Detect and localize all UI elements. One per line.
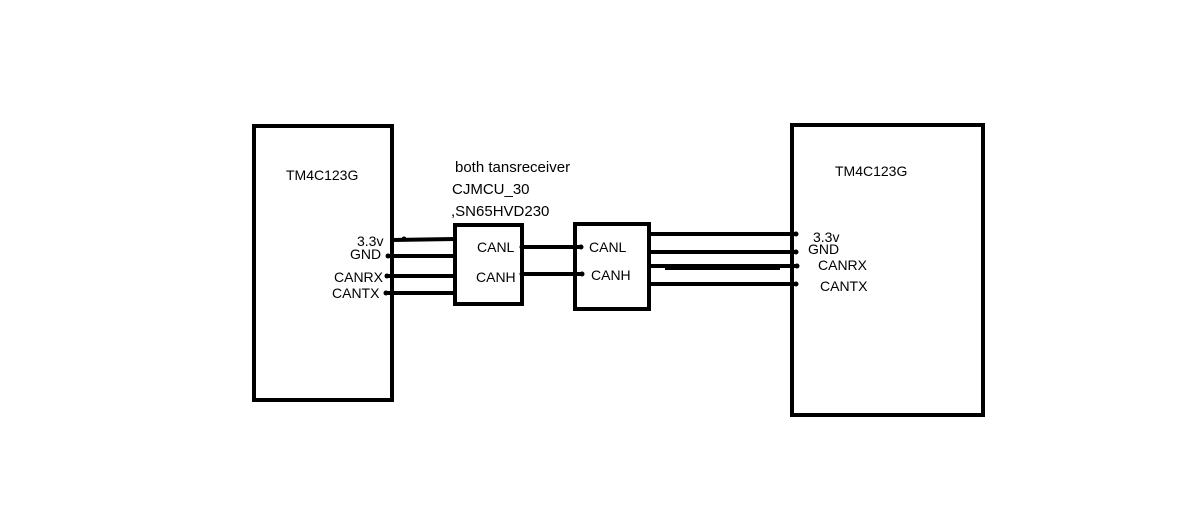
right-transceiver-canl: CANL [589, 239, 627, 255]
right-pin-cantx: CANTX [820, 278, 868, 294]
dot-canl-left [519, 244, 525, 250]
wire-left-3v3 [391, 237, 456, 242]
dot-left-3v3 [401, 236, 407, 242]
note-line-2: CJMCU_30 [452, 181, 530, 198]
left-transceiver: CANL CANH [453, 223, 524, 306]
can-bus-wires [519, 244, 585, 277]
left-board-outline [252, 124, 394, 402]
left-pin-canrx: CANRX [334, 269, 384, 285]
note-line-3: ,SN65HVD230 [451, 203, 549, 220]
right-wires [649, 231, 800, 287]
left-transceiver-canh: CANH [476, 269, 516, 285]
left-transceiver-canl: CANL [477, 239, 515, 255]
right-transceiver-canh: CANH [591, 267, 631, 283]
left-pin-gnd: GND [350, 246, 381, 262]
transceiver-note: both tansreceiver CJMCU_30 ,SN65HVD230 [451, 159, 570, 220]
right-board: TM4C123G 3.3v GND CANRX CANTX [790, 123, 985, 417]
left-pin-cantx: CANTX [332, 285, 380, 301]
left-board-title: TM4C123G [286, 167, 358, 183]
dot-left-cantx [383, 290, 389, 296]
left-wires [383, 236, 456, 296]
right-pin-canrx: CANRX [818, 257, 868, 273]
dot-right-gnd [793, 249, 799, 255]
note-line-1: both tansreceiver [455, 159, 570, 176]
right-pin-gnd: GND [808, 241, 839, 257]
right-board-outline [790, 123, 985, 417]
left-pin-3v3: 3.3v [357, 233, 383, 249]
dot-left-gnd [385, 253, 391, 259]
dot-canl-right [578, 244, 584, 250]
right-board-title: TM4C123G [835, 163, 907, 179]
dot-right-cantx [793, 281, 799, 287]
left-board: TM4C123G 3.3v GND CANRX CANTX [252, 124, 394, 402]
dot-canh-right [579, 271, 585, 277]
right-transceiver: CANL CANH [573, 222, 651, 311]
dot-canh-left [519, 271, 525, 277]
left-transceiver-outline [453, 223, 524, 306]
right-pin-3v3: 3.3v [813, 229, 839, 245]
dot-right-canrx [794, 263, 800, 269]
dot-left-canrx [384, 273, 390, 279]
dot-right-3v3 [793, 231, 799, 237]
